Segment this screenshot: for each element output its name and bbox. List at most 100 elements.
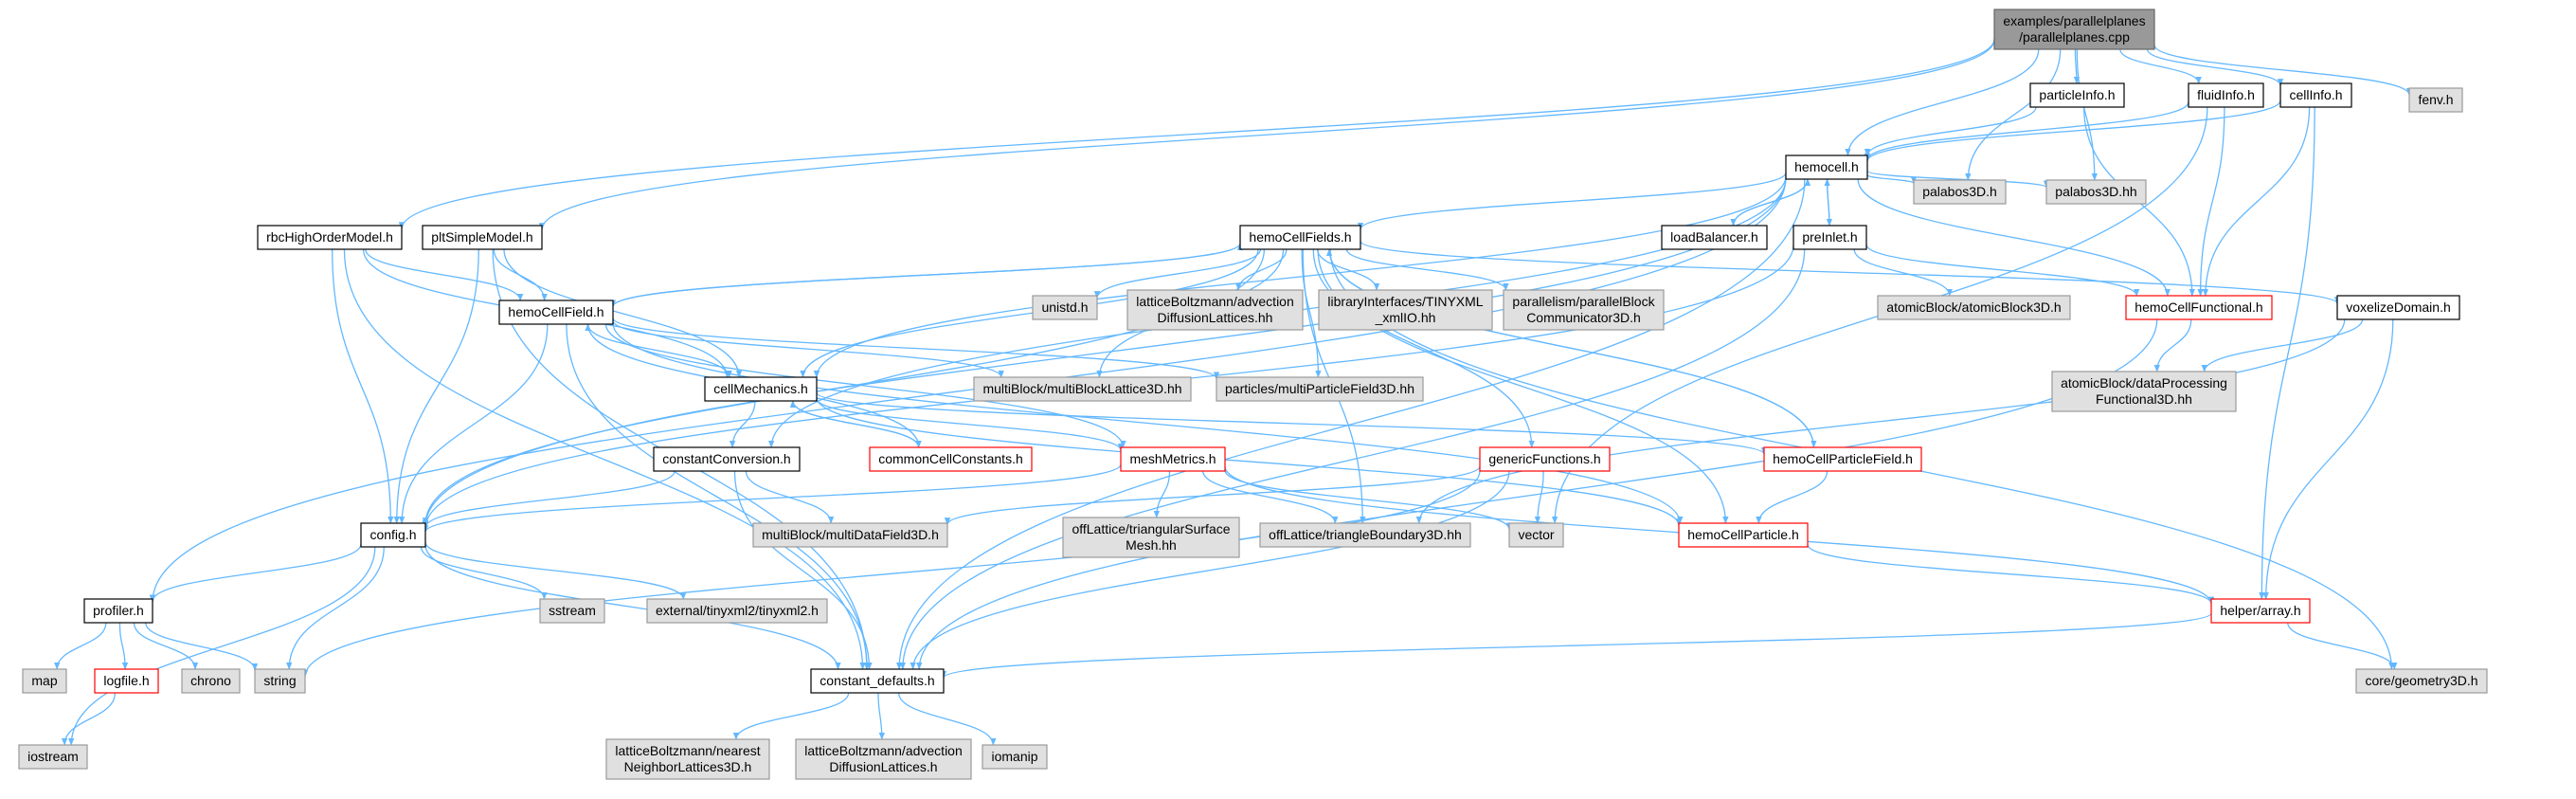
node-hemoCellFields[interactable]: hemoCellFields.h [1239,225,1361,250]
edge-cellInfo-to-hemoCellFunctional [2202,106,2311,297]
node-label: offLattice/triangleBoundary3D.hh [1269,527,1462,542]
edge [1235,248,1288,291]
node-iomanip[interactable]: iomanip [982,744,1048,770]
node-sstream[interactable]: sstream [539,598,605,624]
node-label: libraryInterfaces/TINYXML [1327,294,1483,309]
node-cellInfo[interactable]: cellInfo.h [2279,82,2352,108]
edge [286,546,385,670]
node-vector[interactable]: vector [1508,522,1564,548]
edge-hemoCellField-to-hemoCellFields [612,243,1244,307]
edge-hemocell-to-palabos3D_hh [1866,170,2050,189]
node-label: rbcHighOrderModel.h [266,229,393,245]
node-hemocell[interactable]: hemocell.h [1785,154,1868,180]
node-tinyxml2[interactable]: external/tinyxml2/tinyxml2.h [646,598,828,624]
node-triangleBoundary3D[interactable]: offLattice/triangleBoundary3D.hh [1259,522,1471,548]
edge-meshMetrics-to-triangleBoundary3D [1202,470,1339,524]
edge [1301,248,1322,378]
node-box [1913,179,2007,205]
node-particleInfo[interactable]: particleInfo.h [2029,82,2125,108]
node-constantDefaults[interactable]: constant_defaults.h [810,668,945,694]
node-box [1792,225,1867,250]
node-label: hemocell.h [1794,159,1859,174]
node-unistd[interactable]: unistd.h [1032,295,1098,320]
node-cellMechanics[interactable]: cellMechanics.h [704,376,818,402]
node-label: atomicBlock/dataProcessing [2061,375,2227,390]
node-box [257,225,403,250]
node-config[interactable]: config.h [360,522,426,548]
node-label: atomicBlock/atomicBlock3D.h [1886,300,2061,315]
node-hemoCellFunctional[interactable]: hemoCellFunctional.h [2125,295,2273,320]
node-box [795,738,972,780]
node-label: iomanip [991,749,1037,764]
node-constantConversion[interactable]: constantConversion.h [653,446,801,472]
node-box [1120,446,1226,472]
edge [941,612,2212,679]
node-meshMetrics[interactable]: meshMetrics.h [1120,446,1226,472]
node-genericFunctions[interactable]: genericFunctions.h [1479,446,1611,472]
edge-cellInfo-to-helperArray [2259,106,2315,600]
node-label: multiBlock/multiDataField3D.h [762,527,939,542]
node-rbcHighOrderModel[interactable]: rbcHighOrderModel.h [257,225,403,250]
node-commonCellConstants[interactable]: commonCellConstants.h [869,446,1033,472]
edge-hemoCellFunctional-to-dataProcessingFunctional3D [2153,318,2192,372]
edge [2153,45,2413,96]
node-multiDataField3D[interactable]: multiBlock/multiDataField3D.h [752,522,948,548]
node-dataProcessingFunctional3D[interactable]: atomicBlock/dataProcessingFunctional3D.h… [2051,371,2237,412]
node-multiBlockLattice3D[interactable]: multiBlock/multiBlockLattice3D.hh [973,376,1192,402]
node-box [1239,225,1361,250]
edge [2197,106,2225,297]
node-helperArray[interactable]: helper/array.h [2210,598,2311,624]
node-label: pltSimpleModel.h [431,229,532,245]
edge [2287,622,2398,670]
edge [877,692,886,740]
node-root[interactable]: examples/parallelplanes/parallelplanes.c… [1993,9,2155,50]
node-fluidInfo[interactable]: fluidInfo.h [2188,82,2264,108]
node-nearestNeighborLattices3D[interactable]: latticeBoltzmann/nearestNeighborLattices… [605,738,770,780]
edge [813,175,1787,379]
edge-profiler-to-chrono [133,622,199,670]
node-multiParticleField3D[interactable]: particles/multiParticleField3D.hh [1216,376,1424,402]
node-logfile[interactable]: logfile.h [94,668,159,694]
node-parallelBlockComm[interactable]: parallelism/parallelBlockCommunicator3D.… [1503,289,1665,331]
node-iostream[interactable]: iostream [18,744,88,770]
node-palabos3D_h[interactable]: palabos3D.h [1913,179,2007,205]
node-tinyxmlIO[interactable]: libraryInterfaces/TINYXML_xmlIO.hh [1318,289,1493,331]
edge-config-to-profiler [149,543,362,603]
node-atomicBlock3D[interactable]: atomicBlock/atomicBlock3D.h [1877,295,2071,320]
node-box [704,376,818,402]
node-label: sstream [549,603,596,618]
node-hemoCellField[interactable]: hemoCellField.h [498,300,614,325]
node-label: multiBlock/multiBlockLattice3D.hh [982,381,1181,396]
node-geometry3D[interactable]: core/geometry3D.h [2355,668,2488,694]
node-string[interactable]: string [254,668,306,694]
node-box [18,744,88,770]
edge [2146,48,2284,87]
node-preInlet[interactable]: preInlet.h [1792,225,1867,250]
edge [733,470,873,670]
edge-hemoCellField-to-multiBlockLattice3D [612,319,1004,378]
node-hemoCellParticle[interactable]: hemoCellParticle.h [1678,522,1809,548]
edge [2076,48,2099,181]
node-palabos3D_hh[interactable]: palabos3D.hh [2045,179,2147,205]
edge-root-to-palabos3D_hh [2076,48,2099,181]
node-profiler[interactable]: profiler.h [83,598,153,624]
node-box [254,668,306,694]
edge [1866,173,1918,185]
node-hemoCellParticleField[interactable]: hemoCellParticleField.h [1763,446,1922,472]
node-loadBalancer[interactable]: loadBalancer.h [1661,225,1768,250]
edge-genericFunctions-to-string [301,470,1481,678]
node-box [982,744,1048,770]
node-label: Mesh.hh [1126,537,1177,553]
node-advectionDiffusionLatticesHH[interactable]: latticeBoltzmann/advectionDiffusionLatti… [1126,289,1304,331]
node-voxelizeDomain[interactable]: voxelizeDomain.h [2336,295,2460,320]
node-fenv[interactable]: fenv.h [2408,87,2463,113]
node-map[interactable]: map [22,668,67,694]
node-label: DiffusionLattices.h [829,759,937,774]
node-pltSimpleModel[interactable]: pltSimpleModel.h [422,225,543,250]
node-label: NeighborLattices3D.h [624,759,752,774]
node-chrono[interactable]: chrono [181,668,241,694]
node-advectionDiffusionLatticesH[interactable]: latticeBoltzmann/advectionDiffusionLatti… [795,738,972,780]
edge-hemoCellFields-to-advectionDiffusionLatticesHH [1235,248,1288,291]
edge-fluidInfo-to-hemocell [1864,101,2189,161]
